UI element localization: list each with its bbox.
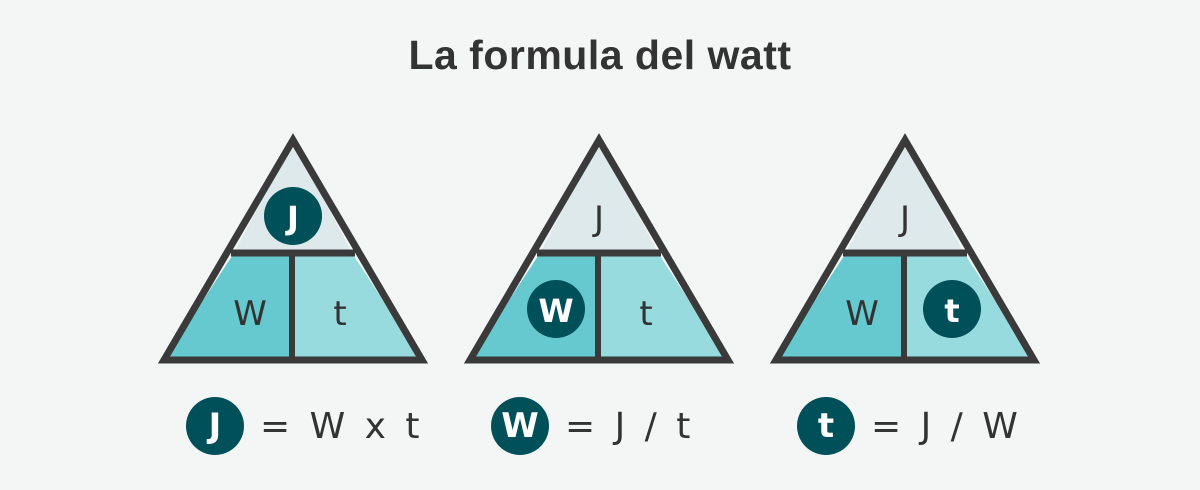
formula-expression: = W x t [260,405,424,447]
highlight-circle [264,187,322,245]
top-label: J [592,199,604,239]
triangle-solve-time: J W t [769,133,1041,364]
top-label: J [285,199,299,237]
formula-watts: W = J / t [491,397,695,455]
symbol-badge: J [186,397,244,455]
right-label: t [639,294,652,334]
left-label: W [233,294,267,334]
right-cell [598,253,728,360]
symbol-badge: t [797,397,855,455]
top-label: J [898,199,910,239]
top-cell [846,140,964,253]
formula-expression: = J / t [565,405,695,447]
left-label: W [538,292,573,330]
formula-time: t = J / W [797,397,1022,455]
left-label: W [845,294,879,334]
left-cell [164,253,292,360]
page-title: La formula del watt [408,32,792,78]
triangle-solve-joules: J W t [157,133,429,364]
right-cell [292,253,422,360]
formula-joules: J = W x t [186,397,424,455]
triangle-solve-watts: J W t [463,133,735,364]
symbol-badge: W [491,397,549,455]
formula-expression: = J / W [871,405,1022,447]
right-label: t [944,292,959,330]
right-label: t [333,294,346,334]
left-cell [776,253,904,360]
highlight-circle [923,280,981,338]
top-cell [540,140,658,253]
highlight-circle [527,280,585,338]
